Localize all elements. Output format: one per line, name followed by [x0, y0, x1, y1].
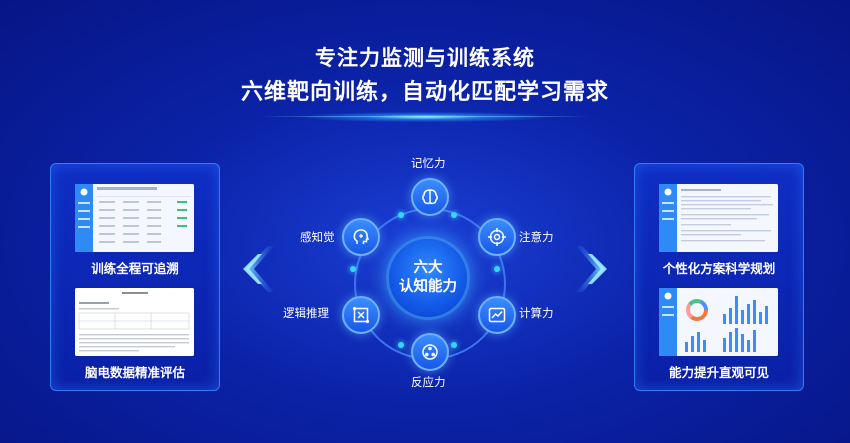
ring-dot [350, 266, 356, 272]
calculation-label: 计算力 [519, 306, 554, 320]
left-label-traceable: 训练全程可追溯 [91, 261, 179, 276]
center-line2: 认知能力 [399, 279, 457, 295]
logic-label: 逻辑推理 [283, 306, 329, 320]
center-line1: 六大 [413, 260, 443, 276]
reaction-label: 反应力 [411, 375, 446, 389]
ring-dot [451, 212, 457, 218]
ring-dot [398, 342, 404, 348]
page-title: 专注力监测与训练系统 [315, 46, 535, 70]
target-icon [488, 228, 506, 246]
ring-dot [451, 342, 457, 348]
eeg-report-screenshot [75, 288, 194, 356]
line-chart-icon [488, 307, 506, 323]
page-subtitle: 六维靶向训练，自动化匹配学习需求 [240, 80, 609, 105]
progress-screenshot [659, 288, 778, 356]
ring-dot [494, 266, 500, 272]
head-icon [353, 229, 370, 244]
attention-label: 注意力 [519, 230, 554, 244]
left-label-eeg: 脑电数据精准评估 [84, 365, 185, 380]
reaction-node [411, 333, 449, 371]
calculation-node [478, 296, 516, 334]
network-icon [422, 344, 438, 360]
memory-label: 记忆力 [411, 156, 446, 170]
memory-node [411, 178, 449, 216]
perception-label: 感知觉 [300, 230, 335, 244]
brain-icon [422, 189, 438, 205]
logic-icon [352, 306, 370, 324]
attention-node [478, 218, 516, 256]
center-badge: 六大 认知能力 [389, 239, 467, 317]
right-label-progress: 能力提升直观可见 [668, 365, 769, 380]
left-panel: 训练全程可追溯 脑电数据精准评估 [50, 163, 220, 391]
right-label-plan: 个性化方案科学规划 [662, 261, 776, 276]
left-arrow-icon [243, 246, 274, 292]
right-arrow-icon [576, 246, 607, 292]
right-panel: 个性化方案科学规划 能力提升直观可见 [634, 163, 804, 391]
logic-node [342, 296, 380, 334]
training-record-screenshot [75, 184, 194, 252]
title-glow [305, 112, 545, 122]
ring-dot [398, 212, 404, 218]
plan-screenshot [659, 184, 778, 252]
perception-node [342, 218, 380, 256]
